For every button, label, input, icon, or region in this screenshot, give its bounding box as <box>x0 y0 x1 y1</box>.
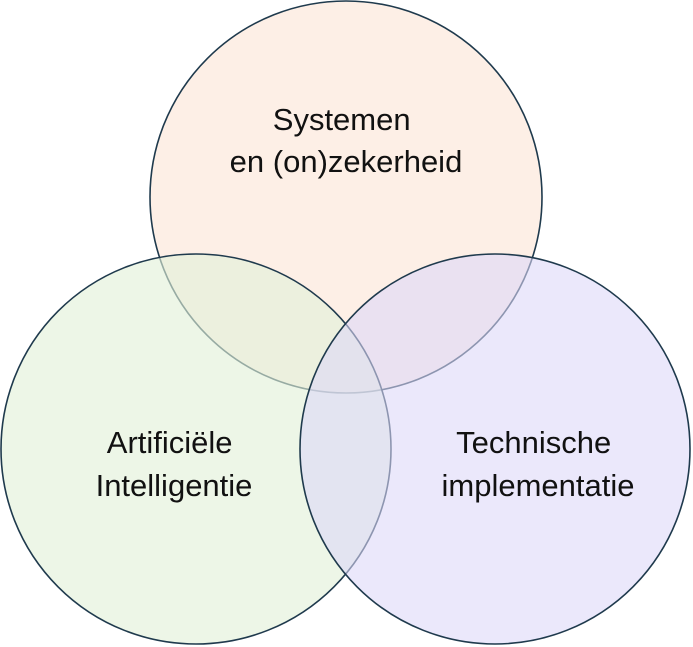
label-artificiele-intelligentie: Artificiële Intelligentie <box>96 425 253 503</box>
circle-technische-implementatie <box>299 253 691 645</box>
label-systemen: Systemen en (on)zekerheid <box>230 102 463 179</box>
label-artificiele-line-1: Artificiële <box>107 425 233 460</box>
label-systemen-line-2: en (on)zekerheid <box>230 144 463 179</box>
venn-labels: Systemen en (on)zekerheid Artificiële In… <box>96 102 635 503</box>
label-technische-implementatie: Technische implementatie <box>442 425 635 503</box>
label-technische-line-2: implementatie <box>442 468 635 503</box>
label-systemen-line-1: Systemen <box>273 102 411 137</box>
label-technische-line-1: Technische <box>456 425 611 460</box>
label-artificiele-line-2: Intelligentie <box>96 468 253 503</box>
